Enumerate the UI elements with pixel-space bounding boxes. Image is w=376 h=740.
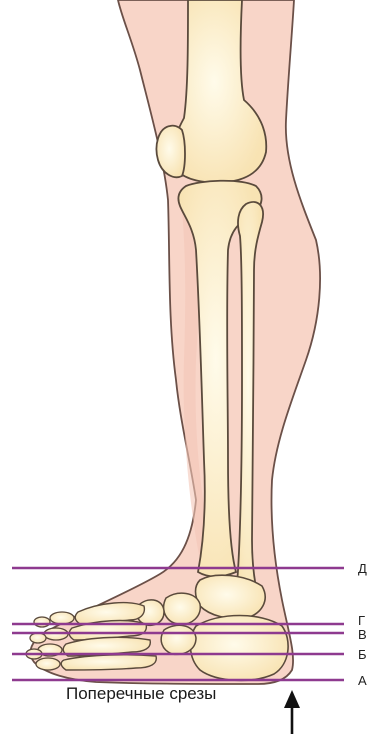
navicular-bone: [164, 593, 201, 624]
cross-sections-caption: Поперечные срезы: [66, 684, 216, 704]
section-label-v: В: [358, 627, 367, 642]
patella-bone: [157, 126, 186, 178]
leg-skin-silhouette: [30, 0, 320, 684]
section-label-d: Д: [358, 561, 367, 576]
cuboid-bone: [161, 625, 196, 654]
view-direction-arrow-icon: [284, 690, 300, 734]
section-label-b: Б: [358, 647, 367, 662]
section-label-g: Г: [358, 613, 365, 628]
section-label-a: А: [358, 673, 367, 688]
